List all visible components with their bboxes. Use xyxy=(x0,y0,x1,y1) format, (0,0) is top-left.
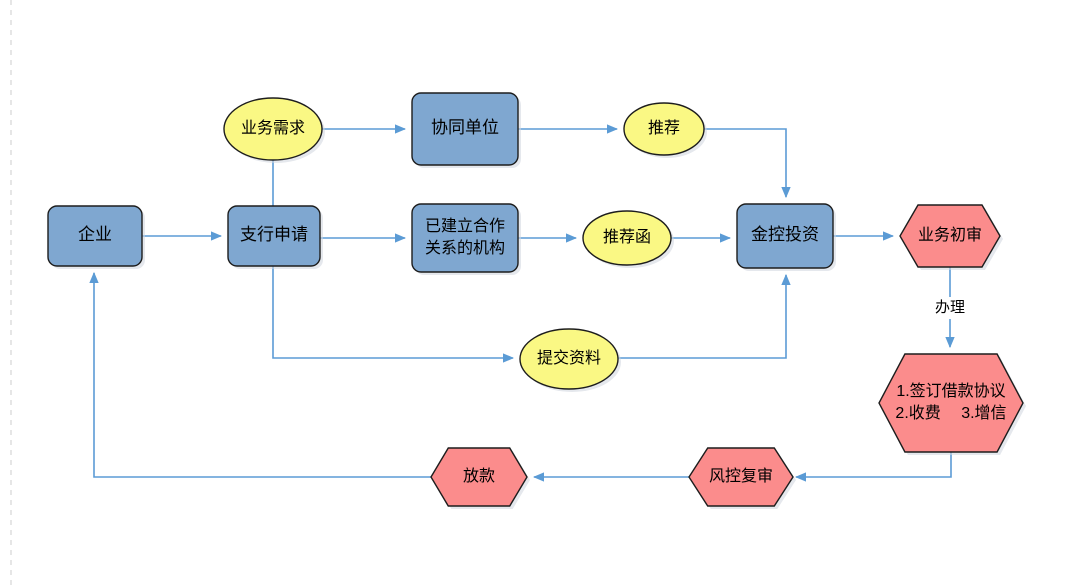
node-jigou[interactable]: 已建立合作关系的机构 xyxy=(411,203,521,275)
node-shape-ellipse[interactable] xyxy=(623,102,705,156)
node-yewuxuqiu[interactable]: 业务需求 xyxy=(223,97,325,163)
node-label-yewuxuqiu: 业务需求 xyxy=(241,119,305,137)
node-shape-ellipse[interactable] xyxy=(519,328,619,390)
node-label-jigou: 已建立合作关系的机构 xyxy=(425,217,505,257)
node-tijiao[interactable]: 提交资料 xyxy=(519,328,621,392)
node-label-tuijianhan: 推荐函 xyxy=(603,228,651,246)
connector-tijiao-to-jinkong xyxy=(618,273,791,359)
node-shape-hexagon[interactable] xyxy=(878,353,1024,453)
node-shape-rounded-rect[interactable] xyxy=(227,205,321,267)
edge-label-e12: 办理 xyxy=(935,299,965,316)
node-shape-rounded-rect[interactable] xyxy=(411,203,519,273)
node-label-xietong: 协同单位 xyxy=(431,118,499,137)
node-shape-hexagon[interactable] xyxy=(430,447,528,507)
node-fengkong[interactable]: 风控复审 xyxy=(688,447,796,509)
node-label-tijiao: 提交资料 xyxy=(537,349,601,367)
node-qiye[interactable]: 企业 xyxy=(47,205,145,269)
node-shape-ellipse[interactable] xyxy=(223,97,323,161)
node-shape-ellipse[interactable] xyxy=(582,210,672,266)
node-fangkuan[interactable]: 放款 xyxy=(430,447,530,509)
node-label-tuijian: 推荐 xyxy=(648,119,680,137)
node-label-zhihang: 支行申请 xyxy=(240,225,308,244)
node-shape-hexagon[interactable] xyxy=(899,204,1001,268)
node-shape-rounded-rect[interactable] xyxy=(736,203,834,269)
node-label-fengkong: 风控复审 xyxy=(709,467,773,485)
node-jinkong[interactable]: 金控投资 xyxy=(736,203,836,271)
node-tuijian[interactable]: 推荐 xyxy=(623,102,707,158)
node-label-chushen: 业务初审 xyxy=(918,226,982,244)
edge-label-backdrop xyxy=(928,297,972,319)
node-tuijianhan[interactable]: 推荐函 xyxy=(582,210,674,268)
node-label-qiye: 企业 xyxy=(78,225,112,244)
connector-xieyi-to-fengkong xyxy=(794,452,952,482)
node-chushen[interactable]: 业务初审 xyxy=(899,204,1003,270)
node-zhihang[interactable]: 支行申请 xyxy=(227,205,323,269)
node-xietong[interactable]: 协同单位 xyxy=(411,92,521,168)
connector-zhihang-to-tijiao xyxy=(272,266,515,363)
node-label-jinkong: 金控投资 xyxy=(751,225,819,244)
node-shape-rounded-rect[interactable] xyxy=(411,92,519,166)
connector-fangkuan-to-qiye xyxy=(89,271,431,478)
node-label-fangkuan: 放款 xyxy=(463,467,495,485)
connectors-layer: 办理 xyxy=(89,124,972,482)
node-shape-rounded-rect[interactable] xyxy=(47,205,143,267)
connector-tuijian-to-jinkong xyxy=(704,128,791,199)
node-shape-hexagon[interactable] xyxy=(688,447,794,507)
